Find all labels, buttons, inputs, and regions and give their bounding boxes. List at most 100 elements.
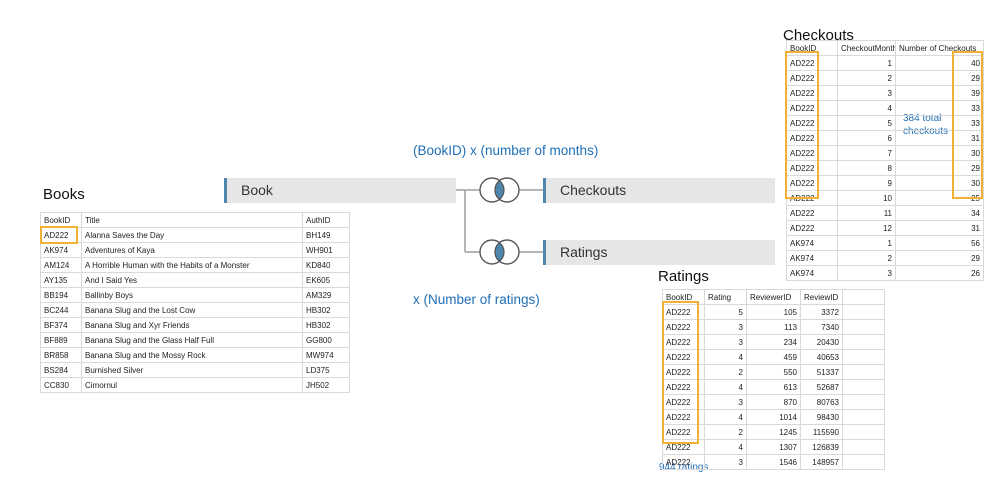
bookid-months-annotation: (BookID) x (number of months) [413,143,599,158]
ratings-pill[interactable]: Ratings [543,240,775,265]
books-cell: BS284 [40,362,82,378]
join-icon-ratings [479,239,520,265]
books-cell: CC830 [40,377,82,393]
books-cell: BC244 [40,302,82,318]
books-cell: LD375 [302,362,350,378]
books-header-cell: AuthID [302,212,350,228]
checkouts-cell: 2 [837,70,896,86]
ratings-header-cell: ReviewerID [746,289,801,305]
checkouts-cell: 26 [895,265,984,281]
checkouts-cell: 8 [837,160,896,176]
checkouts-cell: 56 [895,235,984,251]
books-cell: MW974 [302,347,350,363]
ratings-cell: 5 [704,304,747,320]
ratings-cell: 40653 [800,349,843,365]
ratings-header-cell: ReviewID [800,289,843,305]
books-cell: Banana Slug and the Mossy Rock [81,347,303,363]
checkouts-cell: AK974 [786,250,838,266]
ratings-empty-cell [842,454,885,470]
checkouts-cell: 7 [837,145,896,161]
books-cell: AM329 [302,287,350,303]
books-title: Books [43,186,85,203]
checkouts-cell: 3 [837,85,896,101]
checkouts-cell: AD222 [786,220,838,236]
ratings-cell: 148957 [800,454,843,470]
book-pill-accent [224,178,227,203]
checkouts-cell: 29 [895,250,984,266]
ratings-cell: 234 [746,334,801,350]
books-cell: HB302 [302,302,350,318]
books-cell: BF889 [40,332,82,348]
book-pill[interactable]: Book [224,178,456,203]
ratings-cell: 2 [704,364,747,380]
checkouts-cell: 9 [837,175,896,191]
ratings-cell: 1307 [746,439,801,455]
books-header-cell: BookID [40,212,82,228]
books-cell: Adventures of Kaya [81,242,303,258]
checkouts-title: Checkouts [783,27,854,44]
ratings-cell: 1014 [746,409,801,425]
books-cell: Banana Slug and the Glass Half Full [81,332,303,348]
checkouts-cell: 2 [837,250,896,266]
books-cell: AK974 [40,242,82,258]
ratings-empty-cell [842,349,885,365]
books-ad222-highlight [40,226,78,244]
checkouts-cell: 3 [837,265,896,281]
ratings-cell: 3372 [800,304,843,320]
ratings-cell: 4 [704,349,747,365]
books-cell: Burnished Silver [81,362,303,378]
checkouts-cell: 5 [837,115,896,131]
checkouts-pill-label: Checkouts [560,182,627,198]
ratings-empty-cell [842,409,885,425]
checkouts-pill-accent [543,178,546,203]
checkouts-pill[interactable]: Checkouts [543,178,775,203]
books-cell: JH502 [302,377,350,393]
ratings-cell: 550 [746,364,801,380]
checkouts-cell: AD222 [786,205,838,221]
ratings-cell: 4 [704,409,747,425]
books-cell: KD840 [302,257,350,273]
ratings-cell: 613 [746,379,801,395]
ratings-title: Ratings [658,268,709,285]
ratings-cell: 20430 [800,334,843,350]
checkouts-cell: 1 [837,235,896,251]
ratings-cell: 80763 [800,394,843,410]
checkouts-cell: 11 [837,205,896,221]
ratings-empty-cell [842,319,885,335]
checkouts-cell: 10 [837,190,896,206]
books-cell: AM124 [40,257,82,273]
checkouts-cell: 6 [837,130,896,146]
checkouts-cell: AK974 [786,235,838,251]
ratings-cell: 3 [704,319,747,335]
ratings-empty-cell [842,424,885,440]
checkouts-cell: 12 [837,220,896,236]
ratings-cell: 51337 [800,364,843,380]
ratings-cell: 3 [704,334,747,350]
join-icon-checkouts [479,177,520,203]
ratings-empty-cell [842,394,885,410]
ratings-empty-cell [842,304,885,320]
